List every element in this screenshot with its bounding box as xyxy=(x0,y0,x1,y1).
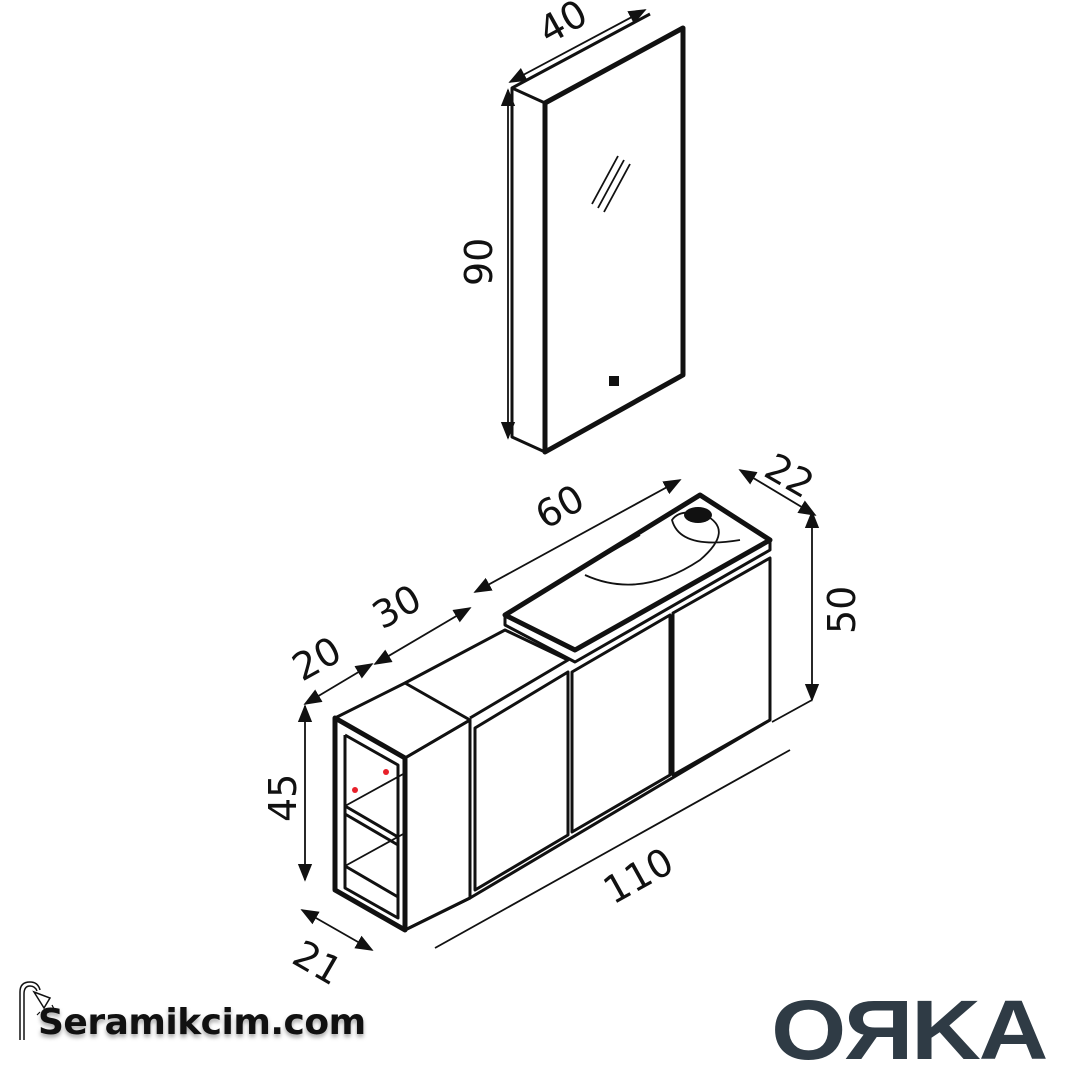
label-sink-width: 60 xyxy=(528,476,592,538)
vanity-unit xyxy=(332,492,773,933)
label-mirror-height: 90 xyxy=(457,238,501,286)
label-shelf-height: 45 xyxy=(261,774,305,822)
dim-line-sink-depth xyxy=(738,469,817,516)
dim-line-mirror-width xyxy=(508,9,647,83)
label-sink-depth: 22 xyxy=(758,445,822,507)
label-cabinet-height: 50 xyxy=(820,586,864,634)
dim-line-shelf-width xyxy=(303,663,374,705)
site-logo-text: Seramikcim.com xyxy=(38,1002,366,1043)
dim-line-sink-width xyxy=(473,479,682,593)
label-mirror-width: 40 xyxy=(531,0,595,53)
dim-line-middle-width xyxy=(373,607,472,665)
dim-line-total-width xyxy=(434,749,791,949)
shower-icon xyxy=(19,981,55,1040)
label-shelf-width: 20 xyxy=(285,628,349,690)
mirror-switch xyxy=(609,376,619,386)
brand-logo: OЯKA xyxy=(771,983,1048,1077)
label-middle-width: 30 xyxy=(365,576,429,638)
dim-line-shelf-depth xyxy=(300,909,374,951)
mirror-cabinet xyxy=(510,12,686,455)
